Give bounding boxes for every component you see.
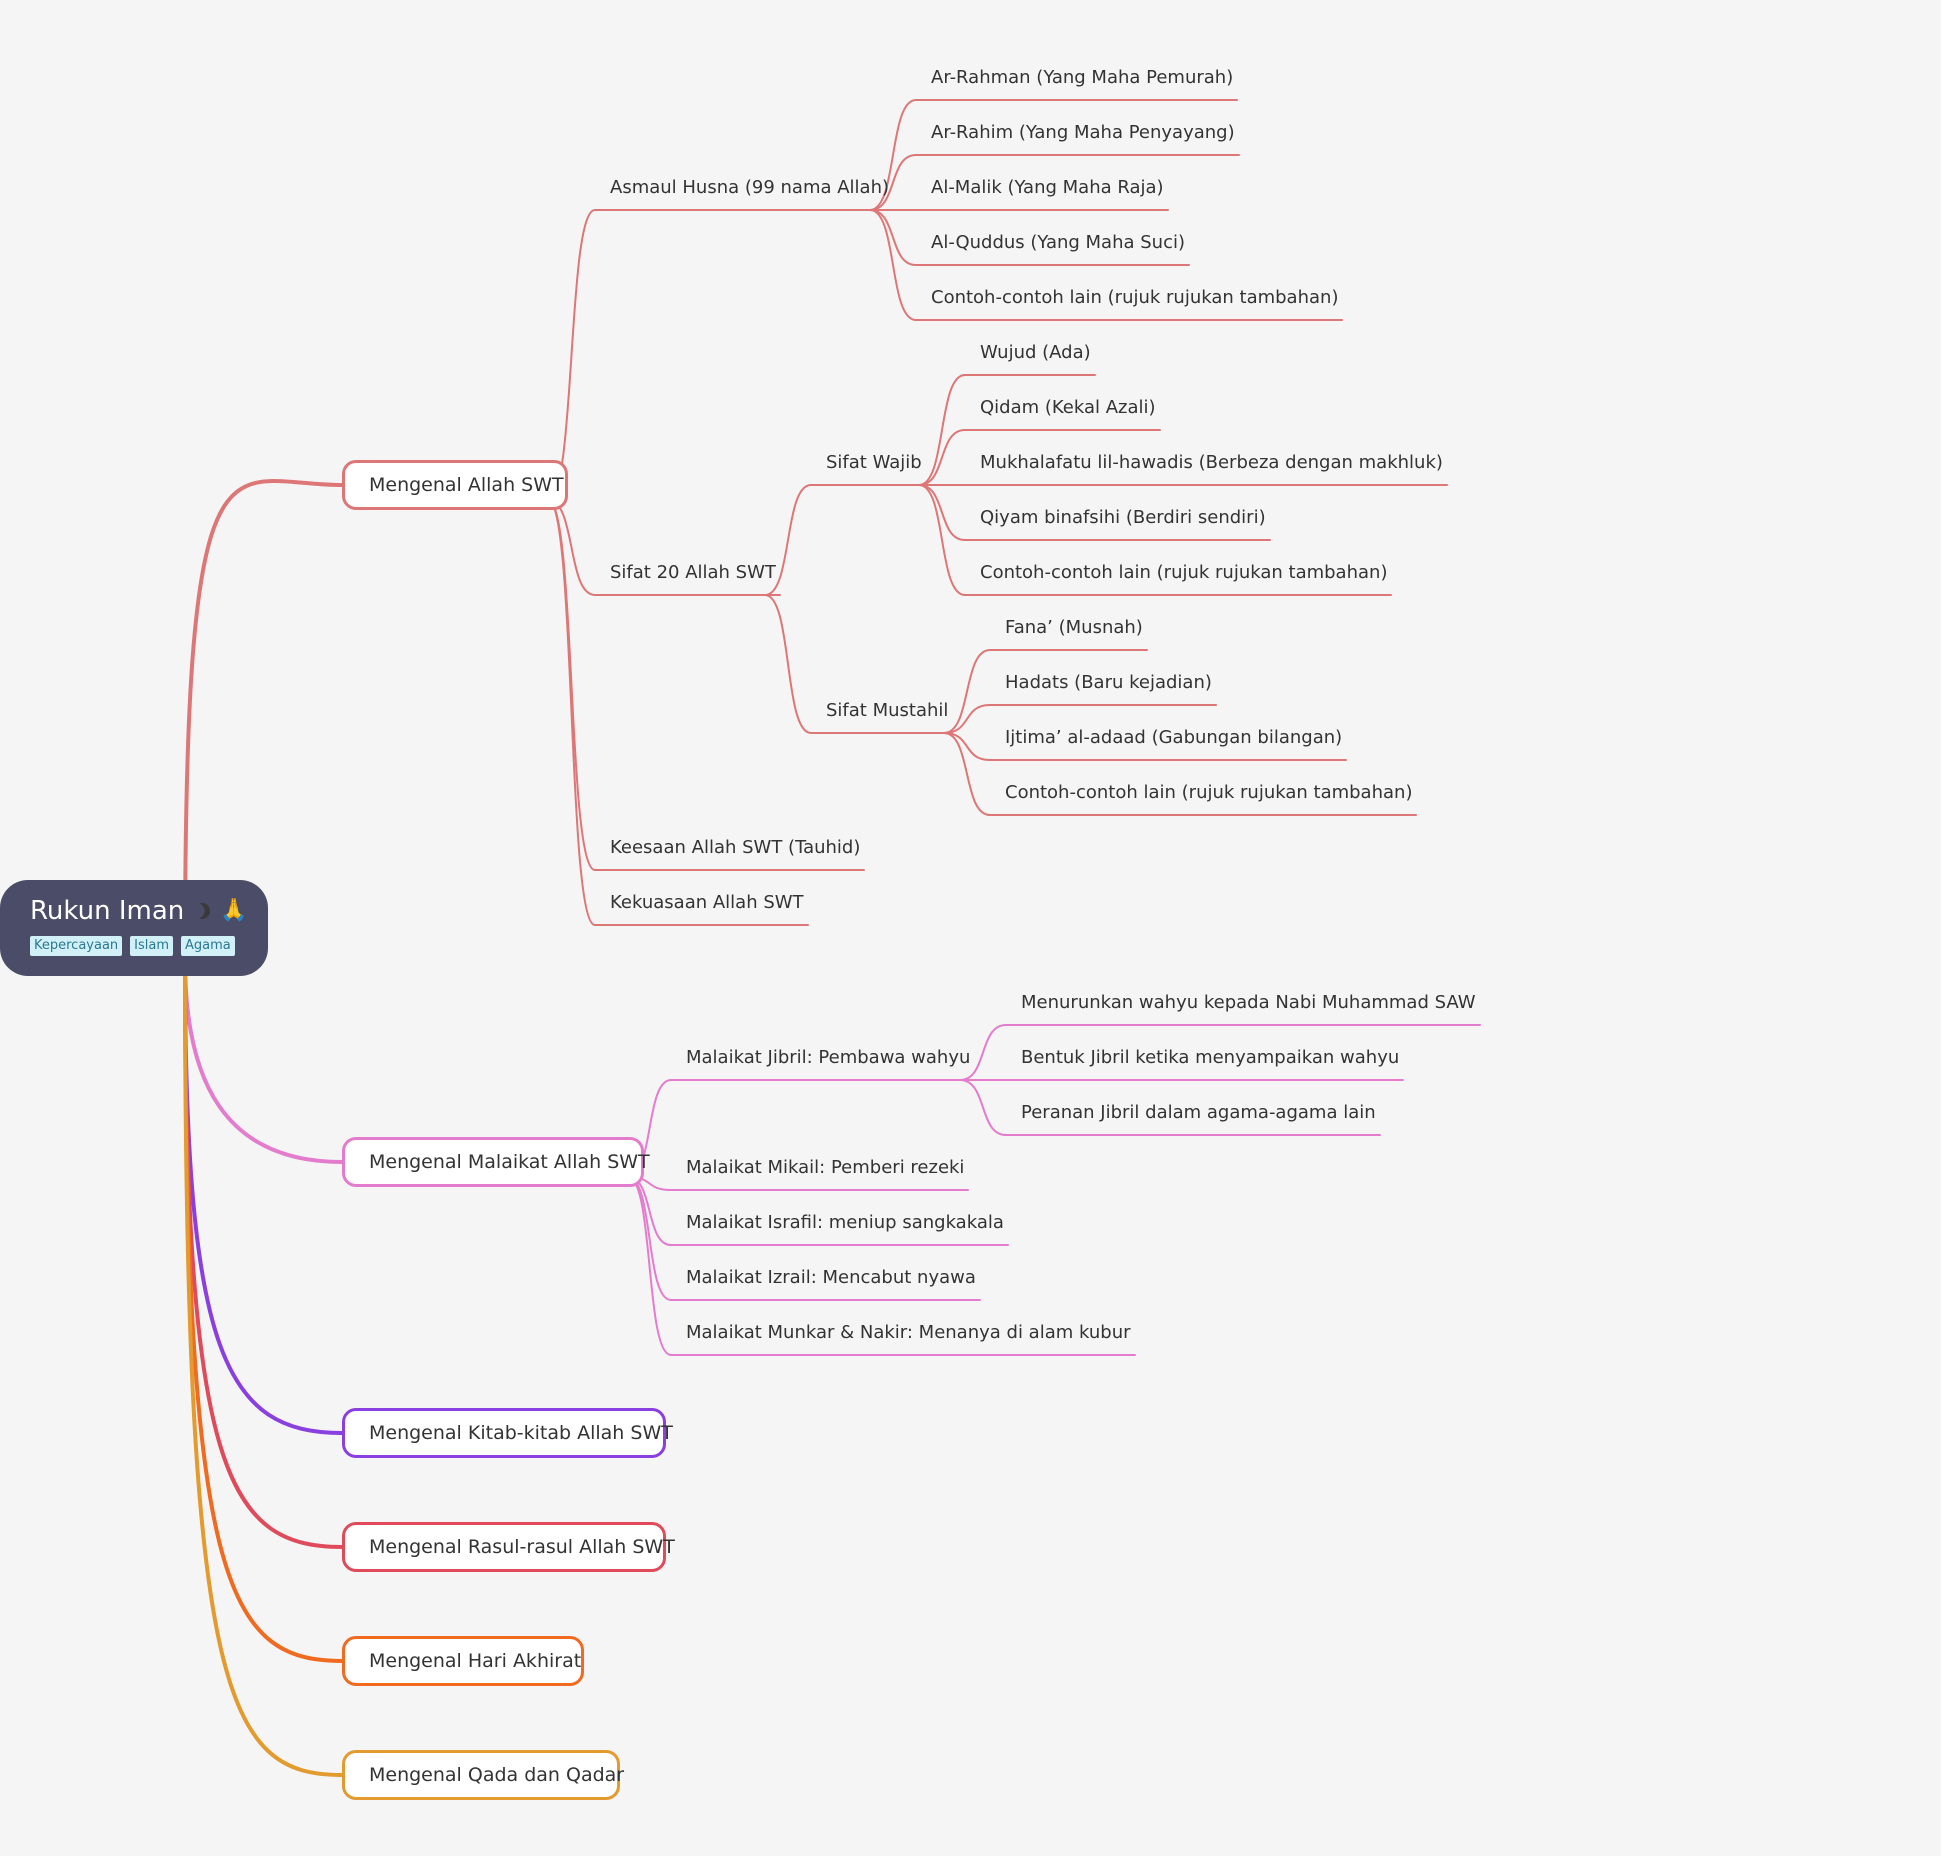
tag-agama[interactable]: Agama <box>181 936 235 956</box>
tag-kepercayaan[interactable]: Kepercayaan <box>30 936 123 956</box>
root-connector <box>183 958 344 1164</box>
topic-keesaan[interactable]: Keesaan Allah SWT (Tauhid) <box>610 837 861 858</box>
root-connector <box>183 958 344 1777</box>
topic-sifat-mustahil[interactable]: Sifat Mustahil <box>826 700 949 721</box>
topic-mikail[interactable]: Malaikat Mikail: Pemberi rezeki <box>686 1157 965 1178</box>
topic-asmaul-lain[interactable]: Contoh-contoh lain (rujuk rujukan tambah… <box>931 287 1339 308</box>
branch-node-allah[interactable]: Mengenal Allah SWT <box>342 460 568 510</box>
topic-sifat-wajib[interactable]: Sifat Wajib <box>826 452 922 473</box>
branch-connector <box>943 732 1347 761</box>
branch-connector <box>869 99 1238 211</box>
topic-munkar-nakir[interactable]: Malaikat Munkar & Nakir: Menanya di alam… <box>686 1322 1131 1343</box>
tag-islam[interactable]: Islam <box>130 936 174 956</box>
root-title-row: Rukun Iman 🙏 <box>30 894 268 928</box>
branch-connector <box>943 704 1217 734</box>
topic-qiyam[interactable]: Qiyam binafsihi (Berdiri sendiri) <box>980 507 1266 528</box>
branch-node-kitab[interactable]: Mengenal Kitab-kitab Allah SWT <box>342 1408 673 1458</box>
branch-label: Mengenal Kitab-kitab Allah SWT <box>369 1422 673 1444</box>
topic-ijtima[interactable]: Ijtima’ al-adaad (Gabungan bilangan) <box>1005 727 1343 748</box>
topic-izrail[interactable]: Malaikat Izrail: Mencabut nyawa <box>686 1267 976 1288</box>
branch-connector <box>959 1079 1381 1136</box>
branch-connector <box>918 429 1161 486</box>
topic-jibril[interactable]: Malaikat Jibril: Pembawa wahyu <box>686 1047 971 1068</box>
root-node[interactable]: Rukun Iman 🙏 Kepercayaan Islam Agama <box>0 880 268 976</box>
topic-mustahil-lain[interactable]: Contoh-contoh lain (rujuk rujukan tambah… <box>1005 782 1413 803</box>
topic-jibril-wahyu[interactable]: Menurunkan wahyu kepada Nabi Muhammad SA… <box>1021 992 1476 1013</box>
branch-connector <box>959 1024 1481 1081</box>
branch-connector <box>943 732 1417 816</box>
topic-al-quddus[interactable]: Al-Quddus (Yang Maha Suci) <box>931 232 1186 253</box>
branch-label: Mengenal Rasul-rasul Allah SWT <box>369 1536 675 1558</box>
branch-connector <box>943 649 1148 734</box>
topic-israfil[interactable]: Malaikat Israfil: meniup sangkakala <box>686 1212 1004 1233</box>
branch-connector <box>627 1176 1136 1356</box>
branch-connector <box>918 484 1392 596</box>
root-connector <box>183 479 344 962</box>
branch-connector <box>547 499 865 871</box>
topic-mukhalafatu[interactable]: Mukhalafatu lil-hawadis (Berbeza dengan … <box>980 452 1443 473</box>
branch-label: Mengenal Hari Akhirat <box>369 1650 582 1672</box>
root-connector <box>183 958 344 1549</box>
moon-icon <box>192 901 213 922</box>
branch-connector <box>869 209 1190 266</box>
topic-asmaul-husna[interactable]: Asmaul Husna (99 nama Allah) <box>610 177 890 198</box>
topic-qidam[interactable]: Qidam (Kekal Azali) <box>980 397 1156 418</box>
branch-label: Mengenal Allah SWT <box>369 474 564 496</box>
branch-label: Mengenal Malaikat Allah SWT <box>369 1151 650 1173</box>
praying-hands-icon: 🙏 <box>220 898 248 923</box>
topic-fana[interactable]: Fana’ (Musnah) <box>1005 617 1143 638</box>
topic-al-malik[interactable]: Al-Malik (Yang Maha Raja) <box>931 177 1164 198</box>
branch-node-qada-qadar[interactable]: Mengenal Qada dan Qadar <box>342 1750 624 1800</box>
branch-connector <box>869 209 1343 321</box>
branch-node-malaikat[interactable]: Mengenal Malaikat Allah SWT <box>342 1137 650 1187</box>
topic-ar-rahim[interactable]: Ar-Rahim (Yang Maha Penyayang) <box>931 122 1235 143</box>
branch-connector <box>764 594 953 734</box>
topic-kekuasaan[interactable]: Kekuasaan Allah SWT <box>610 892 804 913</box>
topic-sifat-20[interactable]: Sifat 20 Allah SWT <box>610 562 776 583</box>
branch-connector <box>869 154 1240 211</box>
branch-node-rasul[interactable]: Mengenal Rasul-rasul Allah SWT <box>342 1522 675 1572</box>
root-tags: Kepercayaan Islam Agama <box>30 936 268 956</box>
topic-wujud[interactable]: Wujud (Ada) <box>980 342 1091 363</box>
topic-ar-rahman[interactable]: Ar-Rahman (Yang Maha Pemurah) <box>931 67 1234 88</box>
root-connector <box>183 958 344 1435</box>
branch-label: Mengenal Qada dan Qadar <box>369 1764 625 1786</box>
branch-connector <box>918 374 1096 486</box>
topic-wajib-lain[interactable]: Contoh-contoh lain (rujuk rujukan tambah… <box>980 562 1388 583</box>
topic-jibril-peranan[interactable]: Peranan Jibril dalam agama-agama lain <box>1021 1102 1376 1123</box>
topic-hadats[interactable]: Hadats (Baru kejadian) <box>1005 672 1212 693</box>
branch-connector <box>627 1176 1009 1246</box>
branch-connector <box>918 484 1271 541</box>
branch-node-hari-akhirat[interactable]: Mengenal Hari Akhirat <box>342 1636 584 1686</box>
root-title: Rukun Iman <box>30 896 185 926</box>
topic-jibril-bentuk[interactable]: Bentuk Jibril ketika menyampaikan wahyu <box>1021 1047 1400 1068</box>
branch-connector <box>764 484 927 596</box>
branch-connector <box>547 499 809 926</box>
